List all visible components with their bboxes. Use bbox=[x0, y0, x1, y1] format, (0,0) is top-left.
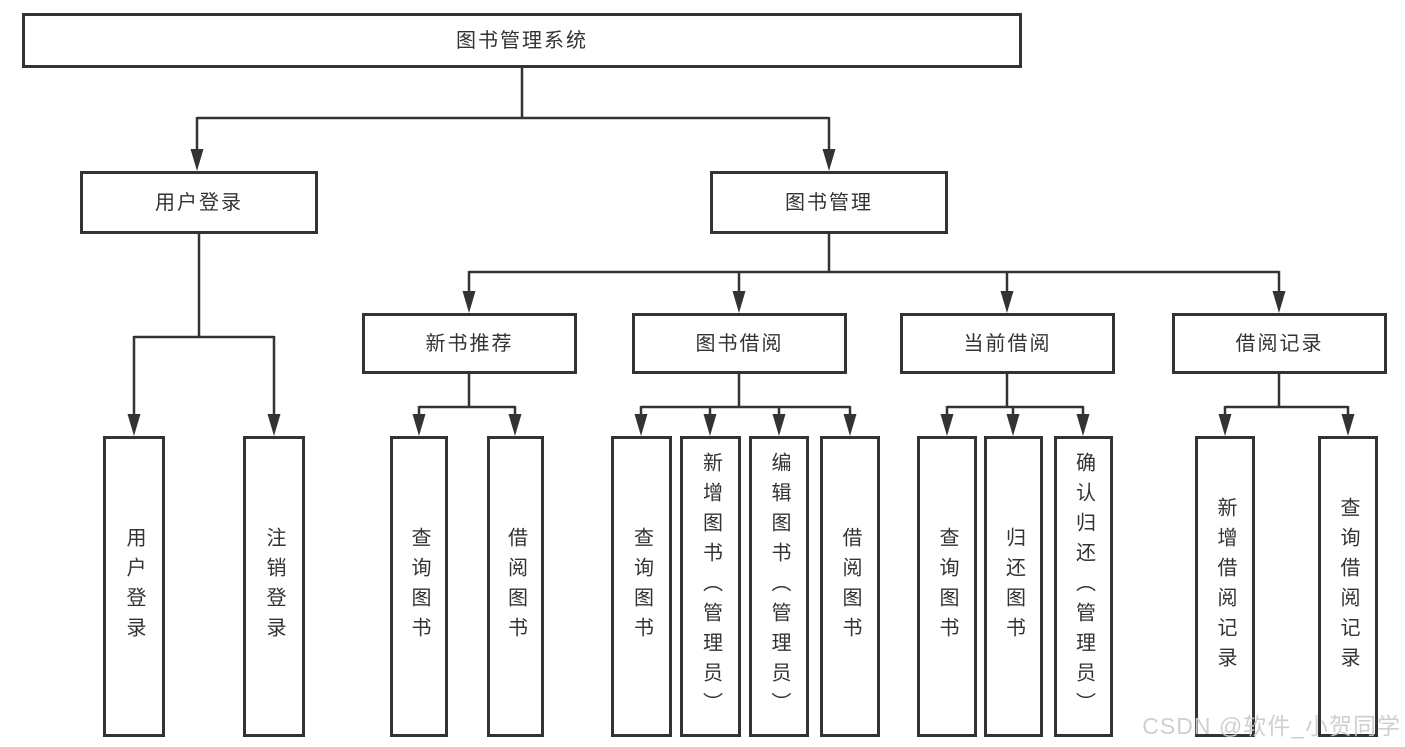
leaf-records-query-borrow-record: 查询借阅记录 bbox=[1318, 436, 1378, 737]
leaf-borrow-edit-books-admin: 编辑图书（管理员） bbox=[749, 436, 809, 737]
leaf-borrow-borrow-books: 借阅图书 bbox=[820, 436, 880, 737]
node-label: 图书管理 bbox=[785, 191, 873, 214]
node-label: 用户登录 bbox=[123, 526, 145, 647]
leaf-user-login: 用户登录 bbox=[103, 436, 165, 737]
node-label: 查询图书 bbox=[936, 526, 958, 647]
node-label: 图书管理系统 bbox=[456, 29, 588, 52]
node-label: 用户登录 bbox=[155, 191, 243, 214]
node-root-library-management-system: 图书管理系统 bbox=[22, 13, 1022, 68]
arrowheads bbox=[127, 149, 1355, 436]
node-label: 查询借阅记录 bbox=[1337, 496, 1359, 677]
node-label: 新增借阅记录 bbox=[1214, 496, 1236, 677]
node-label: 借阅图书 bbox=[839, 526, 861, 647]
leaf-current-confirm-return-admin: 确认归还（管理员） bbox=[1054, 436, 1113, 737]
leaf-current-return-books: 归还图书 bbox=[984, 436, 1043, 737]
node-label: 新书推荐 bbox=[425, 332, 514, 355]
node-label: 当前借阅 bbox=[963, 332, 1052, 355]
node-borrow-records: 借阅记录 bbox=[1172, 313, 1387, 374]
leaf-borrow-query-books: 查询图书 bbox=[611, 436, 672, 737]
node-user-login-group: 用户登录 bbox=[80, 171, 318, 234]
leaf-records-add-borrow-record: 新增借阅记录 bbox=[1195, 436, 1255, 737]
node-label: 借阅图书 bbox=[504, 526, 527, 647]
csdn-watermark: CSDN @软件_小贺同学 bbox=[1142, 713, 1401, 739]
leaf-current-query-books: 查询图书 bbox=[917, 436, 977, 737]
node-label: 编辑图书（管理员） bbox=[768, 451, 790, 722]
leaf-newrec-query-books: 查询图书 bbox=[390, 436, 448, 737]
leaf-borrow-add-books-admin: 新增图书（管理员） bbox=[680, 436, 741, 737]
node-label: 查询图书 bbox=[408, 526, 430, 647]
node-label: 借阅记录 bbox=[1235, 332, 1324, 355]
leaf-logout: 注销登录 bbox=[243, 436, 305, 737]
node-label: 归还图书 bbox=[1002, 526, 1025, 647]
node-label: 注销登录 bbox=[263, 526, 285, 647]
node-label: 图书借阅 bbox=[695, 332, 784, 355]
node-book-management-group: 图书管理 bbox=[710, 171, 948, 234]
node-new-book-recommend: 新书推荐 bbox=[362, 313, 577, 374]
node-current-borrow: 当前借阅 bbox=[900, 313, 1115, 374]
node-book-borrow: 图书借阅 bbox=[632, 313, 847, 374]
node-label: 确认归还（管理员） bbox=[1072, 451, 1095, 722]
node-label: 新增图书（管理员） bbox=[699, 451, 722, 722]
leaf-newrec-borrow-books: 借阅图书 bbox=[487, 436, 544, 737]
node-label: 查询图书 bbox=[630, 526, 653, 647]
tree-connectors bbox=[132, 66, 1350, 418]
